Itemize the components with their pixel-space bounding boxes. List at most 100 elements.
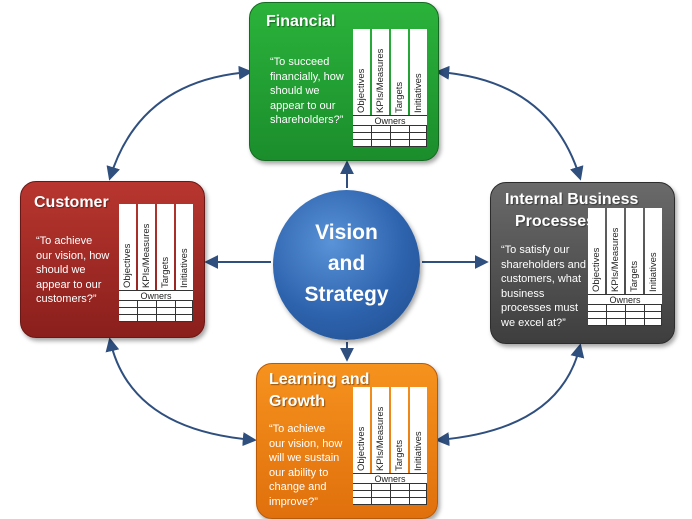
grid-header-column: KPIs/Measures — [138, 204, 155, 290]
vision-line-2: and — [327, 252, 366, 275]
grid-header-column: Objectives — [353, 387, 370, 473]
arrow-financial-internal — [435, 65, 584, 181]
grid-header-column: KPIs/Measures — [372, 29, 389, 115]
grid-owner-cell — [410, 126, 427, 133]
grid-owner-cell — [157, 308, 176, 315]
grid-header-label: Initiatives — [413, 73, 424, 113]
grid-header-label: KPIs/Measures — [610, 227, 621, 292]
grid-header-label: KPIs/Measures — [375, 48, 386, 113]
grid-owner-row — [588, 319, 662, 326]
grid-owner-cell — [138, 315, 157, 322]
grid-owner-cell — [372, 484, 391, 491]
grid-owner-row — [353, 491, 427, 498]
vision-strategy-circle: Vision and Strategy — [273, 190, 420, 340]
grid-header-label: Objectives — [122, 243, 133, 288]
grid-owner-cell — [391, 491, 410, 498]
grid-owner-cell — [391, 484, 410, 491]
grid-owner-row — [588, 312, 662, 319]
grid-owner-cell — [410, 133, 427, 140]
grid-owner-cell — [588, 305, 607, 312]
grid-owner-cell — [372, 140, 391, 147]
grid-header-column: Initiatives — [410, 29, 427, 115]
learning-growth-title: Learning and Growth — [269, 371, 370, 410]
internal-business-title: Internal Business Processes — [505, 191, 639, 230]
internal-business-perspective-box: Internal Business Processes “To satisfy … — [490, 182, 675, 344]
grid-owner-row — [119, 308, 193, 315]
grid-header-column: Targets — [157, 204, 174, 290]
grid-owner-cell — [410, 140, 427, 147]
grid-owner-cell — [353, 126, 372, 133]
grid-owners-label: Owners — [353, 115, 427, 126]
grid-owner-cell — [157, 301, 176, 308]
grid-owners-label: Owners — [588, 294, 662, 305]
grid-header-column: Objectives — [119, 204, 136, 290]
grid-owner-cell — [391, 126, 410, 133]
grid-owner-cell — [607, 312, 626, 319]
grid-owner-cell — [607, 319, 626, 326]
grid-header-column: Targets — [391, 387, 408, 473]
grid-owner-row — [353, 133, 427, 140]
grid-header-column: Initiatives — [645, 208, 662, 294]
grid-owner-cell — [119, 308, 138, 315]
vision-line-1: Vision — [315, 221, 378, 244]
grid-header-label: Objectives — [356, 426, 367, 471]
grid-header-label: KPIs/Measures — [375, 406, 386, 471]
grid-header-column: Targets — [391, 29, 408, 115]
grid-owner-cell — [645, 312, 662, 319]
grid-owner-cell — [410, 491, 427, 498]
grid-owner-row — [353, 140, 427, 147]
grid-header-column: Initiatives — [410, 387, 427, 473]
grid-header-label: Targets — [394, 439, 405, 471]
arrow-internal-learning — [435, 343, 585, 447]
grid-owner-cell — [607, 305, 626, 312]
customer-title: Customer — [34, 194, 109, 211]
grid-header-column: Initiatives — [176, 204, 193, 290]
grid-owner-cell — [353, 498, 372, 505]
grid-owner-cell — [391, 498, 410, 505]
grid-owner-cell — [119, 315, 138, 322]
grid-owner-cell — [372, 126, 391, 133]
grid-owner-cell — [372, 133, 391, 140]
grid-owner-row — [119, 315, 193, 322]
grid-owner-cell — [372, 498, 391, 505]
financial-title: Financial — [266, 13, 336, 30]
grid-owner-cell — [391, 140, 410, 147]
grid-owner-row — [353, 484, 427, 491]
grid-header-label: Initiatives — [648, 252, 659, 292]
learning-growth-question: “To achieve our vision, how will we sust… — [269, 423, 343, 508]
grid-owner-cell — [626, 305, 645, 312]
grid-header-column: KPIs/Measures — [372, 387, 389, 473]
grid-header-column: Objectives — [353, 29, 370, 115]
grid-owner-cell — [626, 312, 645, 319]
arrow-financial-customer — [106, 65, 253, 181]
grid-owner-row — [353, 498, 427, 505]
grid-owner-cell — [626, 319, 645, 326]
grid-owner-row — [353, 126, 427, 133]
grid-owner-cell — [157, 315, 176, 322]
grid-header-label: Initiatives — [413, 431, 424, 471]
customer-perspective-box: Customer “To achieve our vision, how sho… — [20, 181, 205, 338]
grid-owner-cell — [119, 301, 138, 308]
grid-owner-cell — [176, 308, 193, 315]
grid-header-label: Targets — [629, 260, 640, 292]
grid-owner-cell — [353, 484, 372, 491]
grid-owner-cell — [138, 308, 157, 315]
arrow-customer-learning — [105, 337, 257, 447]
grid-header-column: Objectives — [588, 208, 605, 294]
grid-header-label: Targets — [394, 81, 405, 113]
grid-header-column: KPIs/Measures — [607, 208, 624, 294]
internal-business-question: “To satisfy our shareholders and custome… — [501, 244, 587, 329]
grid-owners-label: Owners — [119, 290, 193, 301]
grid-owner-cell — [176, 301, 193, 308]
vision-line-3: Strategy — [304, 283, 389, 306]
financial-question: “To succeed financially, how should we a… — [270, 56, 344, 126]
grid-owner-cell — [410, 484, 427, 491]
grid-header-label: Objectives — [591, 247, 602, 292]
grid-owner-cell — [588, 319, 607, 326]
grid-owner-cell — [353, 140, 372, 147]
